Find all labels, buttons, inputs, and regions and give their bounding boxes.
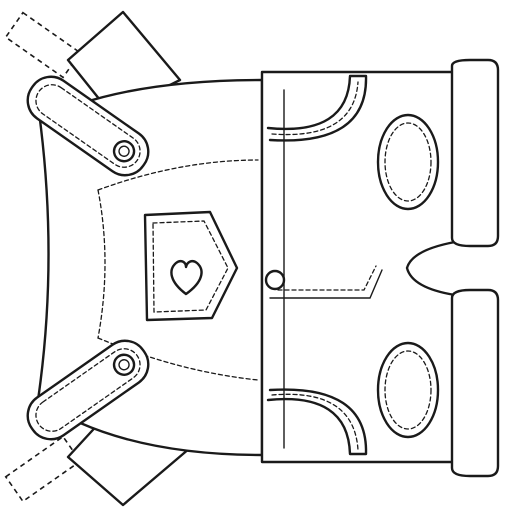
strap-tab-top <box>26 75 150 177</box>
heart-icon <box>170 259 203 296</box>
bib-stitch-bottom <box>97 337 259 381</box>
knee-patch-top-stitch <box>384 122 432 202</box>
pocket-bottom-stitch <box>271 393 359 451</box>
pocket-top <box>266 74 368 142</box>
side-button <box>264 269 286 291</box>
cuff-top <box>450 58 500 248</box>
strap-tab-bottom <box>26 339 150 441</box>
knee-patch-bottom-stitch <box>384 350 432 430</box>
fly-stitch-dashed <box>277 265 377 291</box>
pocket-bottom <box>266 388 368 456</box>
knee-patch-bottom <box>376 341 440 439</box>
bib-stitch-left <box>97 189 106 339</box>
knee-patch-top <box>376 113 440 211</box>
fly-stitch <box>269 269 383 299</box>
strap-cut-tab-top <box>4 11 82 79</box>
strap-cut-tab-bottom <box>4 435 82 503</box>
pocket-top-stitch <box>271 81 359 136</box>
cuff-bottom <box>450 288 500 478</box>
bib-pocket-stitch <box>152 220 229 313</box>
bib-stitch-top <box>97 159 259 191</box>
